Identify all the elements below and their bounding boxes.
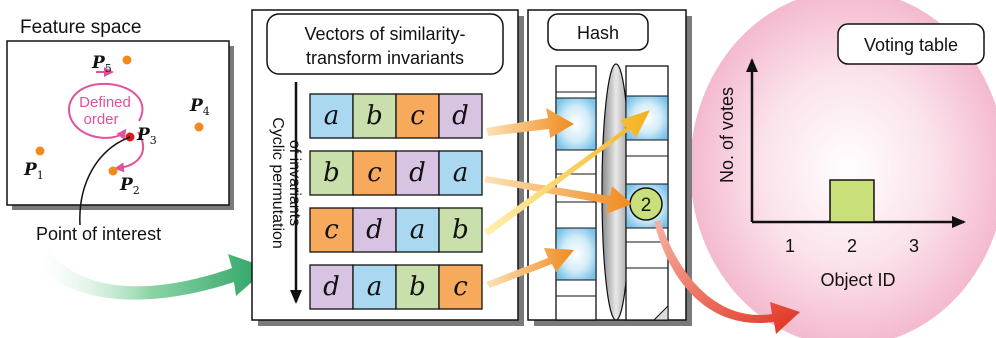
voting-x-label: Object ID — [820, 270, 895, 290]
invariant-label: a — [453, 158, 469, 188]
arrow-row2-to-hash — [484, 176, 632, 214]
x-tick-label: 3 — [909, 236, 919, 256]
invariant-label: d — [323, 272, 340, 302]
svg-text:P5: P5 — [91, 53, 112, 75]
hash-title-box — [547, 13, 649, 51]
invariant-label: b — [323, 158, 340, 188]
permutation-axis: Cyclic permutation of invariants — [269, 82, 303, 304]
point-p4-marker — [194, 122, 204, 132]
point-p1-name: P — [23, 160, 38, 180]
svg-text:P4: P4 — [189, 96, 210, 118]
green-flow-arrow — [36, 252, 268, 300]
voting-background — [690, 0, 996, 338]
invariant-label: a — [367, 272, 383, 302]
vectors-title-line1: Vectors of similarity- — [304, 24, 465, 44]
point-p3-sub: 3 — [150, 134, 157, 147]
point-p2: P2 — [108, 166, 140, 197]
invariant-cell — [309, 93, 354, 139]
vectors-panel: Vectors of similarity- transform invaria… — [251, 9, 524, 326]
vectors-title-line2: transform invariants — [306, 48, 464, 68]
invariant-label: d — [409, 158, 426, 188]
point-p5-name: P — [91, 53, 106, 73]
point-p2-name: P — [119, 175, 134, 195]
hash-panel: Hash 2 — [527, 9, 692, 326]
point-p1-marker — [35, 146, 45, 156]
invariant-label: a — [410, 215, 426, 245]
invariant-cell — [352, 150, 397, 196]
vote-chart: 1 2 3 — [746, 58, 966, 256]
invariant-label: b — [366, 101, 383, 131]
point-p1-sub: 1 — [37, 169, 44, 182]
invariant-cell — [438, 264, 483, 310]
invariant-cell — [352, 207, 397, 253]
point-p1: P1 — [23, 146, 45, 182]
feature-space-panel: Feature space Defined order P5 P4 P3 P1 — [6, 17, 234, 226]
invariant-cell — [395, 207, 440, 253]
invariant-label: d — [452, 101, 469, 131]
permutation-axis-line1: Cyclic permutation — [269, 117, 286, 249]
feature-space-title: Feature space — [20, 17, 141, 38]
arrow-row1-to-hash — [486, 108, 574, 138]
x-tick-label: 1 — [785, 236, 795, 256]
voting-y-label: No. of votes — [717, 87, 737, 183]
point-p3-name: P — [136, 125, 151, 145]
vote-arrow — [654, 220, 800, 334]
hash-bin-value: 2 — [641, 195, 652, 216]
invariant-cell — [352, 93, 397, 139]
point-p5-sub: 5 — [105, 62, 112, 75]
invariant-label: c — [367, 158, 382, 188]
point-p2-sub: 2 — [133, 184, 140, 197]
svg-text:P2: P2 — [119, 175, 140, 197]
invariant-label: a — [324, 101, 340, 131]
invariant-cell — [309, 207, 354, 253]
hash-title: Hash — [577, 23, 619, 43]
permutation-axis-line2: of invariants — [286, 140, 303, 226]
invariant-label: c — [324, 215, 339, 245]
invariant-label: b — [452, 215, 469, 245]
defined-order-label-line2: order — [83, 111, 118, 128]
invariant-label: d — [366, 215, 383, 245]
arrow-row3-to-hash — [484, 110, 650, 236]
invariant-cell — [352, 264, 397, 310]
invariant-cell — [438, 207, 483, 253]
point-p5-marker — [122, 55, 132, 65]
mapping-arrows — [484, 108, 650, 288]
point-p4-sub: 4 — [203, 105, 210, 118]
voting-title-box — [837, 23, 985, 65]
defined-order-cycle: Defined order — [68, 67, 145, 173]
invariant-cell — [438, 93, 483, 139]
voting-panel: Voting table No. of votes Object ID 1 2 3 — [717, 23, 985, 290]
invariant-cell — [309, 264, 354, 310]
vectors-title-box — [266, 13, 504, 75]
invariant-cell — [438, 150, 483, 196]
point-of-interest-leader — [79, 136, 131, 226]
point-p4: P4 — [189, 96, 210, 132]
defined-order-label-line1: Defined — [79, 94, 131, 111]
invariant-label: c — [410, 101, 425, 131]
arrow-row4-to-hash — [486, 248, 574, 288]
point-of-interest-label: Point of interest — [36, 224, 161, 244]
x-tick-label: 2 — [847, 236, 857, 256]
invariant-cell — [395, 264, 440, 310]
vote-bar — [829, 179, 875, 223]
invariant-label: c — [453, 272, 468, 302]
point-p4-name: P — [189, 96, 204, 116]
point-p5: P5 — [91, 53, 132, 75]
svg-text:P1: P1 — [23, 160, 44, 182]
point-p2-marker — [108, 166, 118, 176]
invariant-label: b — [409, 272, 426, 302]
voting-title: Voting table — [864, 35, 958, 55]
svg-text:P3: P3 — [136, 125, 157, 147]
